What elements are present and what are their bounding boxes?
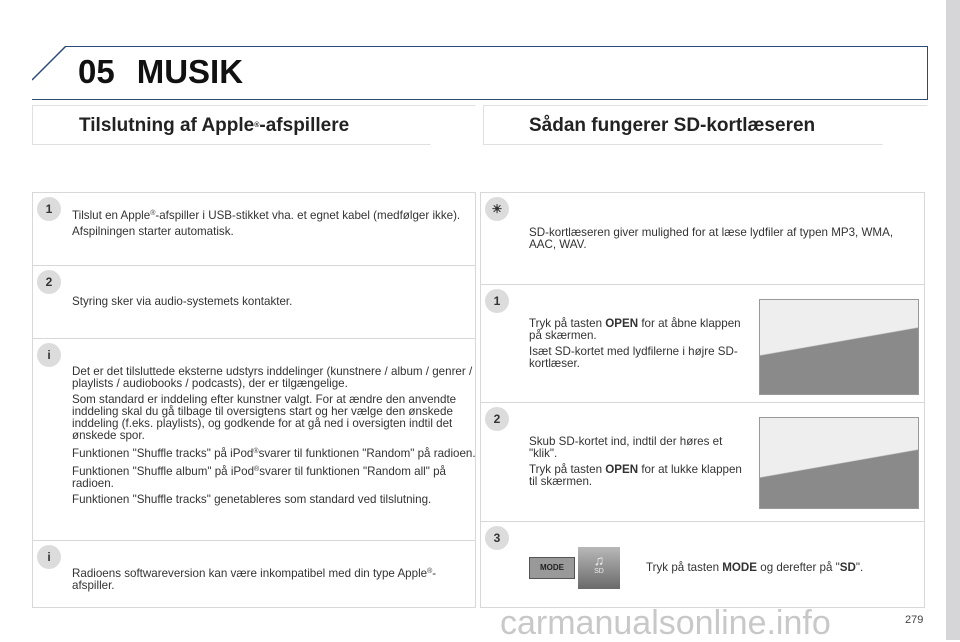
info-text: Funktionen "Shuffle album" på iPod®svare… bbox=[72, 465, 446, 490]
step-text: Tilslut en Apple®-afspiller i USB-stikke… bbox=[72, 209, 461, 222]
step-text: Isæt SD-kortet med lydfilerne i højre SD… bbox=[529, 345, 738, 370]
info-text: Funktionen "Shuffle tracks" genetableres… bbox=[72, 493, 432, 506]
step-text: Styring sker via audio-systemets kontakt… bbox=[72, 295, 293, 308]
info-text: Det er det tilsluttede eksterne udstyrs … bbox=[72, 365, 473, 390]
sd-insert-illustration bbox=[759, 299, 919, 395]
step-number-badge: 1 bbox=[37, 197, 61, 221]
right-section-title: Sådan fungerer SD-kortlæseren bbox=[529, 115, 816, 136]
right-section-header bbox=[483, 105, 928, 145]
left-section-header bbox=[32, 105, 476, 145]
watermark: carmanualsonline.info bbox=[500, 604, 831, 642]
info-text: Som standard er inddeling efter kunstner… bbox=[72, 393, 457, 442]
info-icon: i bbox=[37, 545, 61, 569]
step-box: 2 Skub SD-kortet ind, indtil der høres e… bbox=[480, 402, 925, 522]
step-box: 1 Tilslut en Apple®-afspiller i USB-stik… bbox=[32, 192, 476, 266]
info-box: i Det er det tilsluttede eksterne udstyr… bbox=[32, 338, 476, 541]
step-text: Tryk på tasten OPEN for at lukke klappen… bbox=[529, 463, 742, 488]
chapter-title: MUSIK bbox=[136, 53, 244, 90]
mode-button-graphic: MODE bbox=[529, 557, 575, 579]
page-edge-strip bbox=[946, 0, 960, 640]
info-box: i Radioens softwareversion kan være inko… bbox=[32, 540, 476, 608]
chapter-banner bbox=[32, 46, 928, 100]
step-number-badge: 3 bbox=[485, 526, 509, 550]
tip-text: SD-kortlæseren giver mulighed for at læs… bbox=[529, 226, 894, 251]
chapter-heading: 05 MUSIK bbox=[78, 53, 243, 91]
sun-icon: ☀ bbox=[485, 197, 509, 221]
step-text: Skub SD-kortet ind, indtil der høres et … bbox=[529, 435, 723, 460]
step-box: 3 MODE ♫SD Tryk på tasten MODE og dereft… bbox=[480, 521, 925, 608]
step-text: Afspilningen starter automatisk. bbox=[72, 225, 234, 238]
sd-label: SD bbox=[594, 568, 604, 575]
tip-box: ☀ SD-kortlæseren giver mulighed for at l… bbox=[480, 192, 925, 285]
chapter-number: 05 bbox=[78, 53, 115, 90]
sd-button-graphic: ♫SD bbox=[578, 547, 620, 589]
page-number: 279 bbox=[905, 614, 924, 626]
step-number-badge: 2 bbox=[37, 270, 61, 294]
info-icon: i bbox=[37, 343, 61, 367]
step-text: Tryk på tasten MODE og derefter på "SD". bbox=[646, 561, 864, 574]
step-number-badge: 2 bbox=[485, 407, 509, 431]
step-box: 2 Styring sker via audio-systemets konta… bbox=[32, 265, 476, 339]
music-note-icon: ♫ bbox=[593, 552, 605, 568]
left-section-title: Tilslutning af Apple®-afspillere bbox=[79, 115, 350, 136]
step-text: Tryk på tasten OPEN for at åbne klappen … bbox=[529, 317, 741, 342]
info-text: Radioens softwareversion kan være inkomp… bbox=[72, 567, 437, 592]
info-text: Funktionen "Shuffle tracks" på iPod®svar… bbox=[72, 447, 476, 460]
step-number-badge: 1 bbox=[485, 289, 509, 313]
banner-corner bbox=[32, 46, 67, 81]
step-box: 1 Tryk på tasten OPEN for at åbne klappe… bbox=[480, 284, 925, 403]
sd-push-illustration bbox=[759, 417, 919, 509]
